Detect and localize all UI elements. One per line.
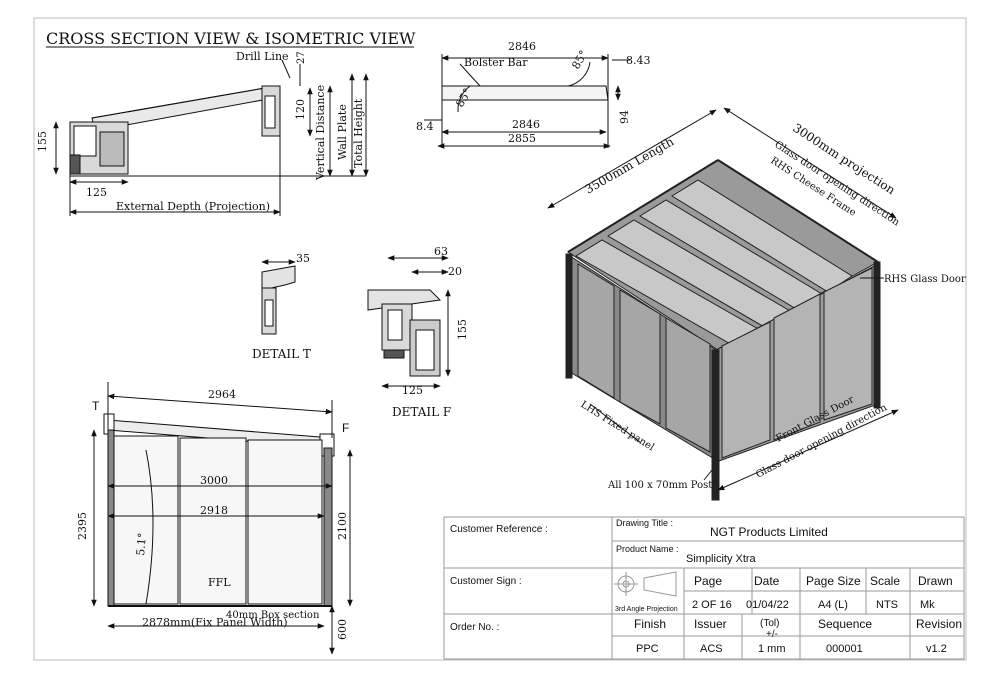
bolster-bar-label: Bolster Bar: [464, 56, 528, 69]
bolster-dim-mid: 2846: [512, 118, 540, 131]
customer-reference-label: Customer Reference :: [450, 524, 548, 535]
issuer-label: Issuer: [694, 617, 727, 631]
detail-t-label: DETAIL T: [252, 347, 311, 361]
dim-120: 120: [294, 99, 307, 120]
dim-2395: 2395: [76, 512, 89, 540]
wall-plate-label: Wall Plate: [336, 104, 349, 160]
bolster-dim-top: 2846: [508, 40, 536, 53]
front-elevation-drawing: [91, 382, 353, 655]
detail-f-dim-155: 155: [456, 319, 469, 340]
bolster-dim-bottom: 2855: [508, 132, 536, 145]
dim-600: 600: [336, 619, 349, 640]
external-depth-label: External Depth (Projection): [116, 200, 270, 213]
page-title: CROSS SECTION VIEW & ISOMETRIC VIEW: [46, 29, 416, 48]
bolster-dim-84: 8.4: [416, 120, 434, 133]
dim-155: 155: [36, 131, 49, 152]
box-section-label: 40mm Box section: [226, 610, 320, 621]
isometric-drawing: [547, 107, 899, 501]
total-height-label: Total Height: [352, 98, 365, 168]
dim-2918: 2918: [200, 504, 228, 517]
iso-post-label: All 100 x 70mm Post: [607, 480, 712, 491]
dim-2964: 2964: [208, 388, 236, 401]
page-label: Page: [694, 574, 722, 588]
drawn-label: Drawn: [918, 574, 953, 588]
drawing-title-value: NGT Products Limited: [710, 525, 828, 539]
fix-panel-width-label: 2878mm(Fix Panel Width): [142, 616, 288, 629]
issuer-value: ACS: [700, 643, 723, 655]
drawn-value: Mk: [920, 599, 935, 611]
dim-27: 27: [296, 51, 307, 64]
detail-f-dim-20: 20: [448, 265, 462, 278]
detail-f-dim-63: 63: [434, 245, 448, 258]
date-value: 01/04/22: [746, 599, 789, 611]
sequence-value: 000001: [826, 643, 863, 655]
detail-t-drawing: [261, 259, 296, 335]
projection-label: 3rd Angle Projection: [615, 606, 678, 613]
drawing-title-label: Drawing Title :: [616, 518, 673, 528]
revision-label: Revision: [916, 617, 962, 631]
page-size-label: Page Size: [806, 574, 861, 588]
tol-label: (Tol): [760, 618, 779, 629]
scale-value: NTS: [876, 599, 898, 611]
marker-t: T: [92, 399, 100, 413]
bolster-dim-843: 8.43: [626, 54, 651, 67]
dim-3000: 3000: [200, 474, 228, 487]
page-value: 2 OF 16: [692, 599, 732, 611]
sheet-border: [33, 17, 967, 661]
detail-f-dim-125: 125: [402, 384, 423, 397]
iso-rhs-glass-door: RHS Glass Door: [884, 274, 966, 285]
vertical-distance-label: Vertical Distance: [314, 85, 327, 181]
drill-line-label: Drill Line: [236, 50, 289, 63]
dim-2100: 2100: [336, 512, 349, 540]
bolster-angle-top: 85°: [569, 48, 590, 71]
date-label: Date: [754, 574, 780, 588]
bolster-dim-94: 94: [618, 110, 631, 124]
revision-value: v1.2: [926, 643, 947, 655]
title-block: [443, 516, 965, 660]
finish-value: PPC: [636, 643, 659, 655]
roof-angle: 5.1°: [134, 532, 149, 556]
ffl-label: FFL: [208, 576, 231, 589]
marker-f: F: [342, 421, 349, 435]
page-size-value: A4 (L): [818, 599, 848, 611]
customer-sign-label: Customer Sign :: [450, 576, 522, 587]
product-name-label: Product Name :: [616, 544, 679, 554]
sequence-label: Sequence: [818, 617, 872, 631]
tol-value: 1 mm: [758, 643, 786, 655]
detail-f-label: DETAIL F: [392, 405, 451, 419]
cross-section-view: [53, 59, 369, 216]
detail-t-dim: 35: [296, 252, 310, 265]
dim-125: 125: [86, 186, 107, 199]
iso-length-label: 3500mm Length: [583, 134, 677, 196]
finish-label: Finish: [634, 617, 666, 631]
tol-sign: +/-: [766, 629, 778, 640]
detail-f-drawing: [367, 255, 451, 389]
product-name-value: Simplicity Xtra: [686, 553, 757, 565]
order-no-label: Order No. :: [450, 622, 499, 633]
scale-label: Scale: [870, 574, 900, 588]
